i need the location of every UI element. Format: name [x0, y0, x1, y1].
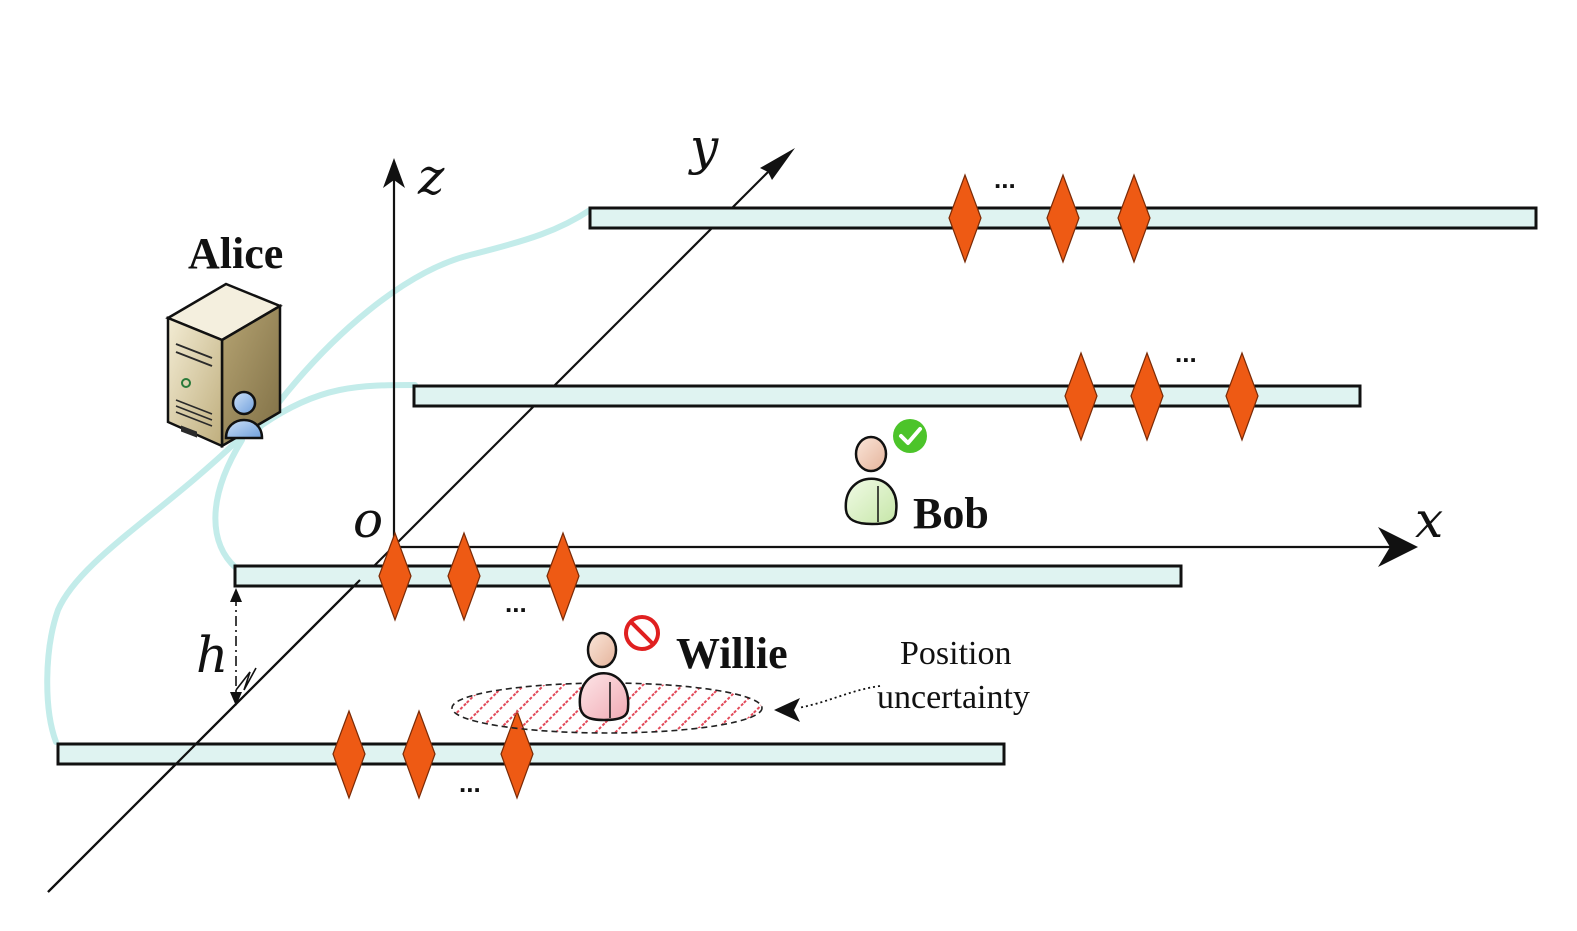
alice-label: Alice: [188, 229, 283, 278]
y-axis-arrowhead: [760, 148, 795, 180]
ellipsis-markers: ... ... ... ...: [459, 164, 1197, 798]
bob-check-circle-icon: [893, 419, 927, 453]
fiber-to-waveguide-3: [212, 437, 245, 571]
z-axis: [383, 158, 405, 547]
height-arrow-up: [230, 588, 242, 602]
antenna-diamond-icon: [1225, 351, 1259, 442]
position-uncertainty-label-line1: Position: [900, 635, 1011, 672]
bob-label: Bob: [913, 489, 989, 538]
annotation-arrow: [774, 685, 881, 722]
antenna-diamond-icon: [546, 531, 580, 622]
bob-user-icon: [844, 435, 898, 526]
fiber-to-waveguide-1: [255, 207, 593, 433]
ellipsis-waveguide-4: ...: [459, 768, 481, 798]
pinching-antennas: [332, 173, 1259, 800]
height-label: h: [196, 626, 228, 684]
antenna-diamond-icon: [948, 173, 982, 264]
antenna-diamond-icon: [1046, 173, 1080, 264]
fiber-to-waveguide-4: [44, 437, 241, 745]
antenna-diamond-icon: [378, 531, 412, 622]
willie-prohibited-icon: [624, 615, 660, 651]
willie-label: Willie: [676, 629, 788, 678]
willie-user-icon: [578, 631, 630, 722]
x-axis-label: x: [1415, 491, 1443, 549]
origin-label: o: [353, 491, 383, 549]
waveguide-2: [412, 384, 1362, 408]
alice-server-icon: [165, 282, 283, 449]
alice-user-icon: [224, 390, 264, 440]
ellipsis-waveguide-2: ...: [1175, 338, 1197, 368]
antenna-diamond-icon: [500, 709, 534, 800]
fiber-links: [44, 207, 593, 745]
x-axis: [394, 527, 1418, 567]
position-uncertainty-label-line2: uncertainty: [877, 679, 1030, 716]
antenna-diamond-icon: [402, 709, 436, 800]
ellipsis-waveguide-3: ...: [505, 588, 527, 618]
z-axis-arrowhead: [383, 158, 405, 188]
antenna-diamond-icon: [332, 709, 366, 800]
z-axis-label: z: [417, 148, 445, 206]
antenna-diamond-icon: [447, 531, 481, 622]
antenna-diamond-icon: [1064, 351, 1098, 442]
height-break-mark: [235, 667, 257, 691]
antenna-diamond-icon: [1117, 173, 1151, 264]
y-axis-label: y: [688, 118, 719, 176]
waveguides: [56, 206, 1538, 766]
ellipsis-waveguide-1: ...: [994, 164, 1016, 194]
height-marker: h: [196, 588, 257, 706]
x-axis-arrowhead: [1378, 527, 1418, 567]
fiber-to-waveguide-2: [259, 382, 418, 428]
waveguide-3: [233, 564, 1183, 588]
y-axis-foreground-segment: [47, 579, 361, 893]
antenna-diamond-icon: [1130, 351, 1164, 442]
height-arrow-down: [230, 692, 242, 706]
